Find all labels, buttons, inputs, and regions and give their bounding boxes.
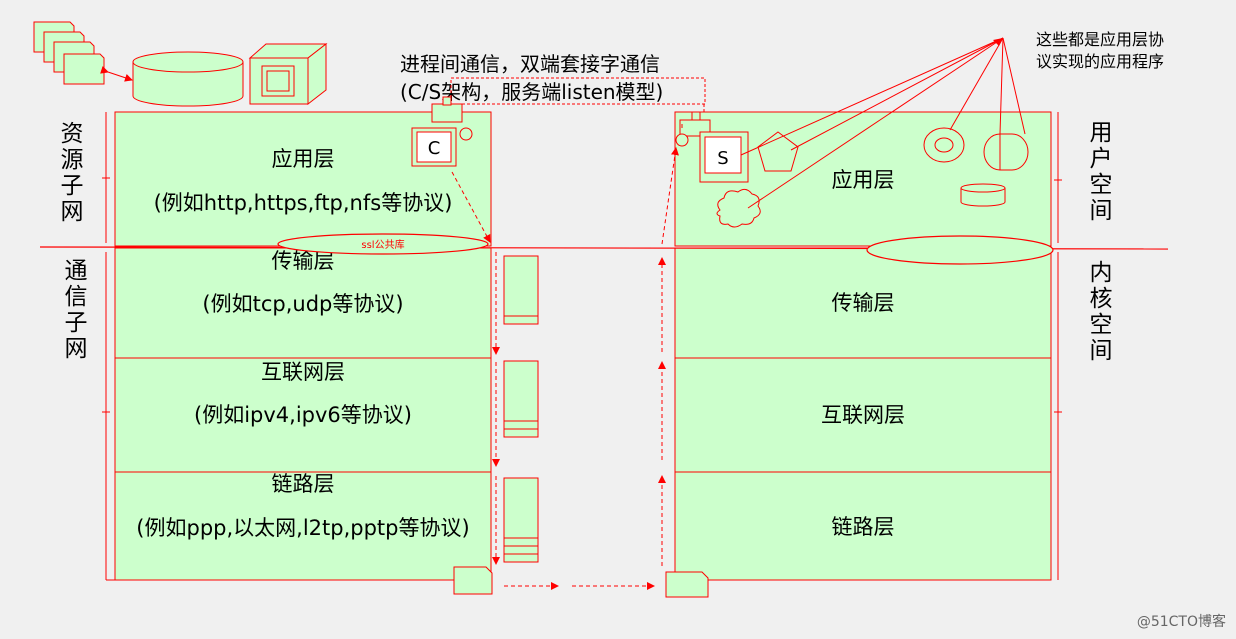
svg-text:网: 网 bbox=[65, 336, 88, 362]
svg-text:空: 空 bbox=[1090, 312, 1113, 338]
client-internet-detail: (例如ipv4,ipv6等协议) bbox=[194, 403, 412, 427]
svg-text:用: 用 bbox=[1090, 120, 1113, 146]
cylinder-icon bbox=[960, 183, 1006, 207]
server-transport-name: 传输层 bbox=[832, 291, 895, 315]
server-label: S bbox=[717, 148, 728, 169]
stacked-pages-icon bbox=[33, 21, 105, 85]
server-link-name: 链路层 bbox=[832, 515, 895, 539]
drum-icon bbox=[983, 133, 1029, 171]
right-brackets bbox=[1054, 112, 1062, 580]
client-internet-layer bbox=[114, 357, 492, 473]
client-socket-icon: C bbox=[411, 96, 473, 167]
comm-subnet-label: 通 信 子 网 bbox=[65, 258, 88, 362]
ring-icon bbox=[923, 127, 965, 163]
title-line-2: (C/S架构，服务端listen模型) bbox=[400, 80, 663, 104]
svg-text:户: 户 bbox=[1090, 146, 1113, 172]
client-buffers bbox=[503, 255, 539, 563]
note-arrow-head bbox=[993, 38, 1003, 46]
watermark: @51CTO博客 bbox=[1137, 613, 1226, 630]
client-app-detail: (例如http,https,ftp,nfs等协议) bbox=[154, 191, 453, 215]
note-pointer-lines bbox=[740, 37, 1026, 209]
client-internet-name: 互联网层 bbox=[261, 360, 345, 384]
server-link-layer bbox=[674, 471, 1052, 581]
ssl-library-label: ssl公共库 bbox=[361, 238, 404, 251]
disk-icon bbox=[132, 51, 244, 107]
client-stack: 应用层 (例如http,https,ftp,nfs等协议) 传输层 (例如tcp… bbox=[114, 111, 492, 581]
pages-disk-arrow bbox=[100, 65, 133, 82]
ssl-library-ellipse bbox=[277, 233, 489, 255]
svg-text:信: 信 bbox=[65, 284, 88, 310]
svg-text:间: 间 bbox=[1090, 338, 1113, 364]
svg-text:资: 资 bbox=[61, 121, 84, 147]
svg-text:子: 子 bbox=[65, 310, 88, 336]
server-app-name: 应用层 bbox=[832, 168, 895, 192]
title-line-1: 进程间通信，双端套接字通信 bbox=[400, 52, 660, 76]
server-ssl-ellipse bbox=[866, 235, 1054, 265]
internet-buffer bbox=[503, 360, 539, 438]
cloud-icon bbox=[716, 188, 761, 228]
client-link-name: 链路层 bbox=[272, 472, 335, 496]
server-frame-icon bbox=[665, 571, 709, 598]
svg-text:核: 核 bbox=[1090, 286, 1113, 312]
server-transport-layer bbox=[674, 247, 1052, 359]
client-link-detail: (例如ppp,以太网,l2tp,pptp等协议) bbox=[136, 516, 469, 540]
client-transport-layer bbox=[114, 247, 492, 359]
client-transport-name: 传输层 bbox=[272, 249, 335, 273]
client-app-name: 应用层 bbox=[272, 147, 335, 171]
svg-text:网: 网 bbox=[61, 199, 84, 225]
client-transport-detail: (例如tcp,udp等协议) bbox=[202, 292, 403, 316]
resource-subnet-label: 资 源 子 网 bbox=[61, 121, 84, 225]
pentagon-icon bbox=[757, 131, 799, 172]
data-flow-arrows bbox=[451, 122, 683, 590]
note-line-1: 这些都是应用层协 bbox=[1036, 30, 1164, 49]
client-label: C bbox=[428, 138, 441, 159]
link-buffer bbox=[503, 477, 539, 563]
cube-icon bbox=[248, 42, 328, 106]
svg-text:空: 空 bbox=[1090, 172, 1113, 198]
server-socket-icon: S bbox=[675, 111, 749, 183]
note-line-2: 议实现的应用程序 bbox=[1036, 52, 1164, 71]
user-space-label: 用 户 空 间 bbox=[1090, 120, 1113, 224]
left-brackets bbox=[102, 112, 115, 581]
transport-buffer bbox=[503, 255, 539, 325]
client-link-layer bbox=[114, 471, 492, 581]
svg-text:通: 通 bbox=[65, 258, 88, 284]
svg-text:源: 源 bbox=[61, 147, 84, 173]
kernel-space-label: 内 核 空 间 bbox=[1090, 260, 1113, 364]
title-highlight-box bbox=[450, 77, 706, 105]
server-internet-layer bbox=[674, 357, 1052, 473]
client-frame-icon bbox=[453, 566, 493, 595]
server-internet-name: 互联网层 bbox=[821, 403, 905, 427]
svg-text:子: 子 bbox=[61, 173, 84, 199]
server-stack: 应用层 传输层 互联网层 链路层 bbox=[674, 111, 1052, 581]
svg-text:间: 间 bbox=[1090, 198, 1113, 224]
svg-text:内: 内 bbox=[1090, 260, 1113, 286]
